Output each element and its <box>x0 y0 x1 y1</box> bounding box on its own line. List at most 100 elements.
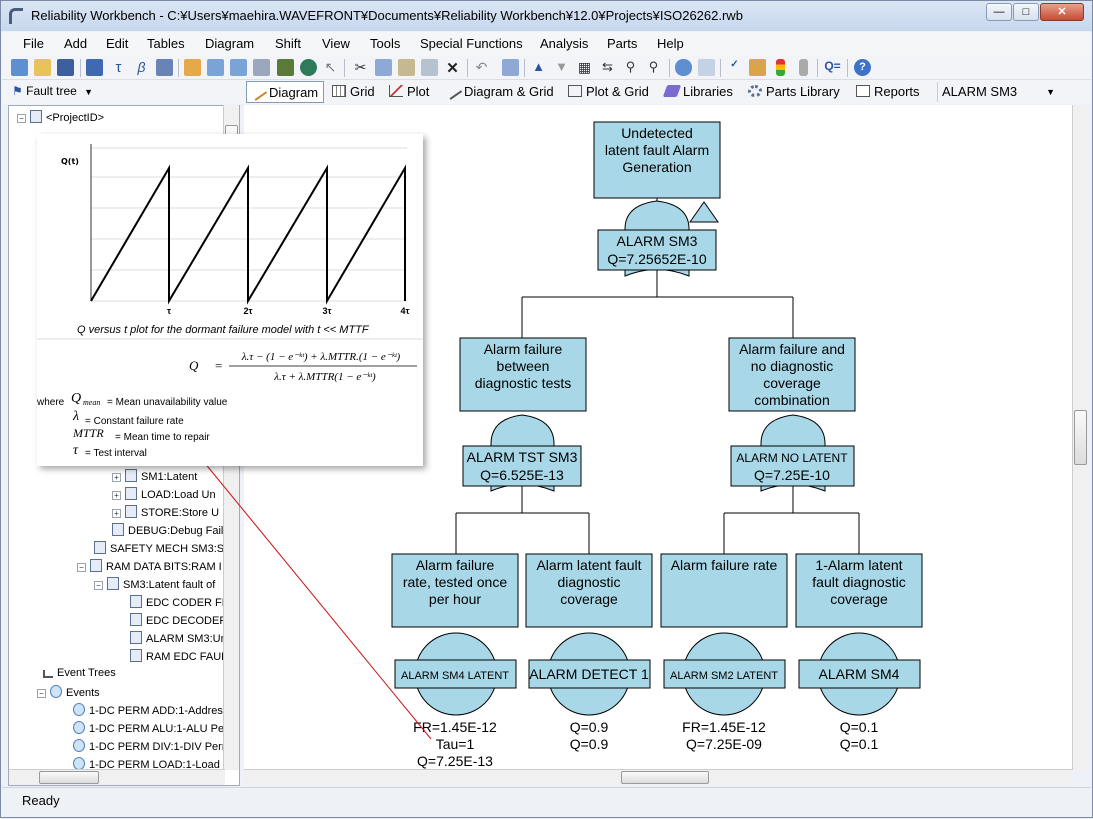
undo-icon[interactable]: ↶ <box>475 59 488 75</box>
find-next-icon[interactable]: ⚲ <box>648 59 659 74</box>
open-folder-icon[interactable] <box>34 59 51 76</box>
tree-item[interactable]: 1-DC PERM DIV:1-DIV Perm <box>73 739 231 755</box>
tree-horizontal-scrollbar[interactable] <box>9 769 225 785</box>
swap-icon[interactable]: ⇆ <box>602 59 613 74</box>
tree-item[interactable]: DEBUG:Debug Failu <box>112 523 230 539</box>
cut-icon[interactable]: ✂ <box>354 59 367 75</box>
close-button[interactable]: ✕ <box>1040 3 1084 21</box>
tree-item[interactable]: EDC DECODER <box>130 613 227 629</box>
add-transfer-icon[interactable] <box>230 59 247 76</box>
menu-parts[interactable]: Parts <box>607 36 638 51</box>
tau-icon[interactable]: τ <box>115 59 122 76</box>
collapse-icon[interactable]: − <box>94 581 103 590</box>
pointer-icon[interactable]: ↖ <box>324 59 337 75</box>
collapse-icon[interactable]: − <box>77 563 86 572</box>
tree-item[interactable]: +SM1:Latent <box>112 469 197 485</box>
tree-item[interactable]: EDC CODER FL <box>130 595 228 611</box>
left-gate-name-box[interactable] <box>462 445 582 487</box>
collapse-icon[interactable]: − <box>37 689 46 698</box>
paste-icon[interactable] <box>398 59 415 76</box>
move-up-icon[interactable]: ▲ <box>532 59 545 74</box>
tree-item[interactable]: 1-DC PERM ALU:1-ALU Per <box>73 721 228 737</box>
event-description-box[interactable] <box>660 553 788 628</box>
add-image-icon[interactable] <box>277 59 294 76</box>
spellcheck-icon[interactable]: ✓ <box>730 59 739 70</box>
tab-libraries[interactable]: Libraries <box>661 81 737 103</box>
maximize-button[interactable]: □ <box>1013 3 1039 21</box>
move-down-icon[interactable]: ▼ <box>555 59 568 74</box>
check-list-icon[interactable] <box>749 59 766 76</box>
tree-item[interactable]: +STORE:Store U <box>112 505 219 521</box>
gate-name-combo[interactable]: ALARM SM3▼ <box>937 82 1059 102</box>
menu-add[interactable]: Add <box>64 36 88 51</box>
event-name-box[interactable] <box>798 659 921 689</box>
menu-edit[interactable]: Edit <box>106 36 129 51</box>
paste-special-icon[interactable] <box>421 59 438 76</box>
tab-plot[interactable]: Plot <box>385 81 433 103</box>
tree-item[interactable]: −SM3:Latent fault of <box>94 577 215 593</box>
diagram-vertical-scrollbar[interactable] <box>1072 105 1088 770</box>
tree-item[interactable]: ALARM SM3:Ur <box>130 631 224 647</box>
tree-type-select[interactable]: ⚑ Fault tree ▼ <box>6 82 236 102</box>
tree-item[interactable]: 1-DC PERM ADD:1-Address <box>73 703 228 719</box>
copy-icon[interactable] <box>375 59 392 76</box>
scroll-thumb[interactable] <box>621 771 709 784</box>
scroll-thumb[interactable] <box>1074 410 1087 465</box>
verify-icon[interactable] <box>675 59 692 76</box>
fault-tree-svg[interactable]: Undetected latent fault Alarm Generation… <box>244 105 1072 770</box>
event-name-box[interactable] <box>528 659 651 689</box>
menu-file[interactable]: File <box>23 36 44 51</box>
collapse-icon[interactable]: − <box>17 114 26 123</box>
menu-tables[interactable]: Tables <box>147 36 185 51</box>
event-description-box[interactable] <box>525 553 653 628</box>
tab-reports[interactable]: Reports <box>852 81 924 103</box>
tree-item[interactable]: RAM EDC FAUL <box>130 649 227 665</box>
event-description-box[interactable] <box>795 553 923 628</box>
expand-icon[interactable]: + <box>112 509 121 518</box>
event-name-box[interactable] <box>663 659 786 689</box>
menu-shift[interactable]: Shift <box>275 36 302 51</box>
add-child-event-icon[interactable] <box>207 59 224 76</box>
minimize-button[interactable]: — <box>986 3 1012 21</box>
tree-item[interactable]: −RAM DATA BITS:RAM I <box>77 559 222 575</box>
add-label-icon[interactable] <box>253 59 270 76</box>
tree-item[interactable]: +LOAD:Load Un <box>112 487 216 503</box>
top-gate-description-box[interactable] <box>593 121 721 199</box>
find-icon[interactable]: ⚲ <box>625 59 636 74</box>
tab-plot-grid[interactable]: Plot & Grid <box>564 81 653 103</box>
save-icon[interactable] <box>57 59 74 76</box>
expand-icon[interactable]: + <box>112 491 121 500</box>
right-gate-description-box[interactable] <box>728 337 856 412</box>
beta-icon[interactable]: β <box>137 59 146 75</box>
tab-diagram-grid[interactable]: Diagram & Grid <box>442 81 558 103</box>
menu-analysis[interactable]: Analysis <box>540 36 589 51</box>
new-project-icon[interactable] <box>11 59 28 76</box>
right-gate-name-box[interactable] <box>730 445 855 487</box>
add-event-icon[interactable] <box>184 59 201 76</box>
transfer-triangle-icon[interactable] <box>689 201 719 223</box>
properties-icon[interactable] <box>698 59 715 76</box>
tree-item-events[interactable]: −Events <box>37 685 100 701</box>
traffic-light-icon[interactable] <box>776 59 785 76</box>
expand-icon[interactable]: + <box>112 473 121 482</box>
menu-help[interactable]: Help <box>657 36 684 51</box>
scroll-thumb[interactable] <box>39 771 99 784</box>
grid-copy-icon[interactable] <box>502 59 519 76</box>
delete-icon[interactable]: ✕ <box>446 60 459 77</box>
top-gate-name-box[interactable] <box>597 229 717 271</box>
menu-view[interactable]: View <box>322 36 350 51</box>
traffic-light-off-icon[interactable] <box>799 59 808 76</box>
add-gate-icon[interactable] <box>86 59 103 76</box>
table-icon[interactable]: ▦ <box>577 59 592 75</box>
tab-grid[interactable]: Grid <box>328 81 379 103</box>
tab-parts-library[interactable]: Parts Library <box>744 81 844 103</box>
help-icon[interactable]: ? <box>854 59 871 76</box>
menu-special-functions[interactable]: Special Functions <box>420 36 523 51</box>
globe-icon[interactable] <box>300 59 317 76</box>
q-equals-icon[interactable]: Q= <box>824 59 841 73</box>
diagram-horizontal-scrollbar[interactable] <box>244 769 1072 785</box>
tree-item[interactable]: SAFETY MECH SM3:SM <box>94 541 233 557</box>
tree-item-event-trees[interactable]: Event Trees <box>43 667 116 683</box>
tree-root[interactable]: −<ProjectID> <box>17 110 104 126</box>
add-ccf-icon[interactable] <box>156 59 173 76</box>
